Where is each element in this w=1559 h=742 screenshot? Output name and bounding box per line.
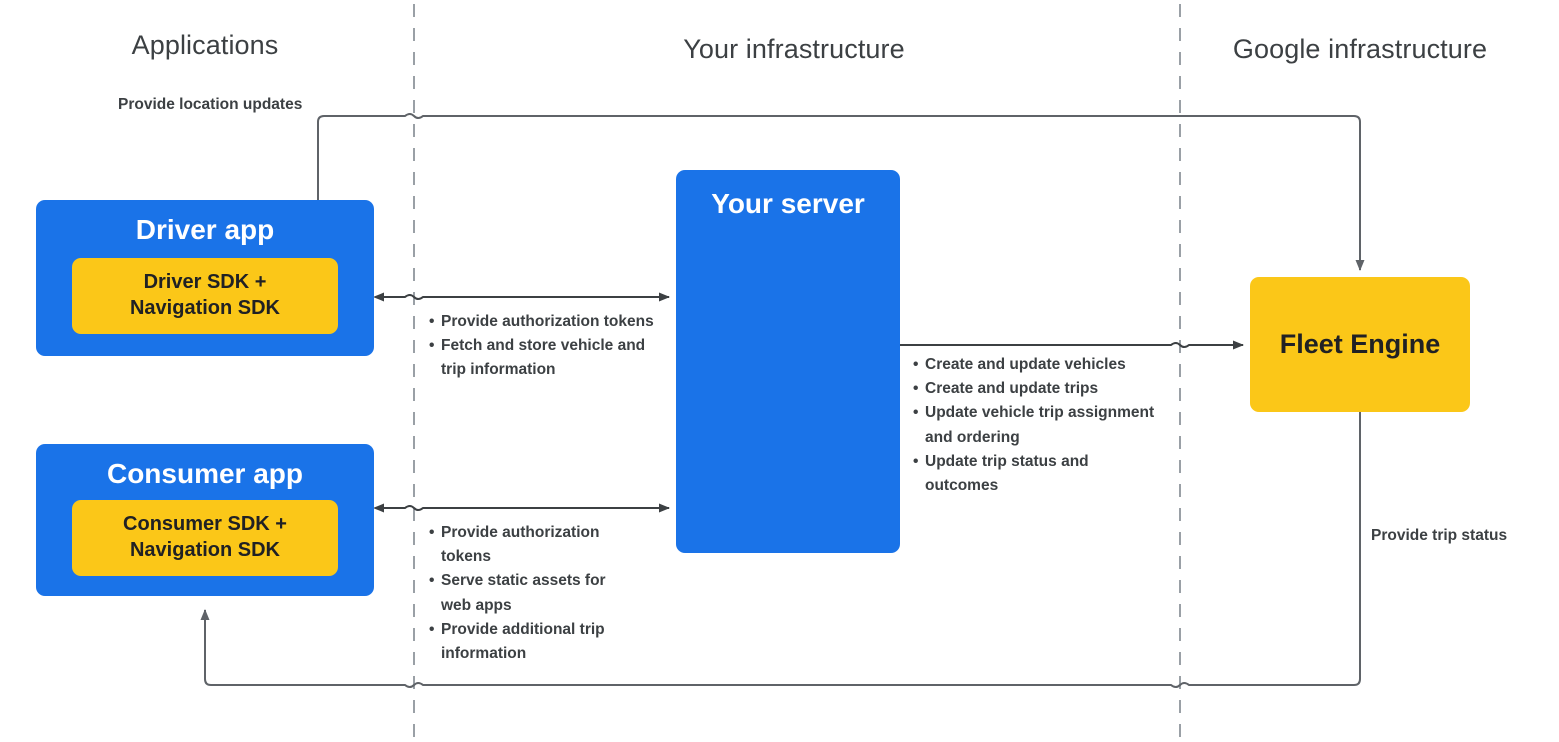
list-item: Update vehicle trip assignment and order… — [913, 401, 1158, 449]
consumer-sdk-label: Consumer SDK + Navigation SDK — [123, 512, 287, 563]
consumer-sdk-label-line1: Consumer SDK + — [123, 513, 287, 536]
consumer-sdk-box[interactable]: Consumer SDK + Navigation SDK — [72, 500, 338, 576]
edge-server-to-fleet-engine — [900, 340, 1244, 350]
node-driver-app[interactable]: Driver app Driver SDK + Navigation SDK — [36, 200, 374, 356]
list-item: Provide authorization tokens — [429, 310, 654, 334]
bullets-consumer-to-server: Provide authorization tokens Serve stati… — [429, 521, 619, 666]
list-item: Provide authorization tokens — [429, 521, 619, 569]
list-item: Update trip status and outcomes — [913, 450, 1158, 498]
driver-app-title: Driver app — [135, 214, 275, 245]
consumer-sdk-label-line2: Navigation SDK — [129, 539, 281, 561]
fleet-engine-title: Fleet Engine — [1279, 329, 1441, 359]
node-your-server[interactable]: Your server — [676, 170, 900, 553]
bullets-driver-to-server: Provide authorization tokens Fetch and s… — [429, 310, 654, 383]
edge-label-provide-trip-status: Provide trip status — [1371, 527, 1508, 544]
node-fleet-engine[interactable]: Fleet Engine — [1250, 277, 1470, 412]
edge-driver-app-server — [373, 292, 670, 302]
your-server-title: Your server — [711, 188, 865, 219]
bullets-consumer-to-server-list: Provide authorization tokens Serve stati… — [429, 521, 619, 666]
list-item: Create and update vehicles — [913, 353, 1158, 377]
zone-title-google-infrastructure: Google infrastructure — [1232, 34, 1488, 64]
zone-title-your-infrastructure: Your infrastructure — [683, 34, 905, 64]
list-item: Fetch and store vehicle and trip informa… — [429, 334, 654, 382]
edge-consumer-app-server — [373, 503, 670, 513]
zone-title-applications: Applications — [131, 30, 279, 60]
node-consumer-app[interactable]: Consumer app Consumer SDK + Navigation S… — [36, 444, 374, 596]
driver-sdk-label-line2: Navigation SDK — [129, 297, 281, 319]
list-item: Create and update trips — [913, 377, 1158, 401]
edge-label-provide-location-updates: Provide location updates — [118, 96, 303, 113]
consumer-app-title: Consumer app — [106, 458, 304, 489]
bullets-server-to-fleet: Create and update vehicles Create and up… — [913, 353, 1158, 498]
driver-sdk-label-line1: Driver SDK + — [143, 271, 267, 294]
bullets-driver-to-server-list: Provide authorization tokens Fetch and s… — [429, 310, 654, 383]
bullets-server-to-fleet-list: Create and update vehicles Create and up… — [913, 353, 1158, 498]
driver-sdk-label: Driver SDK + Navigation SDK — [130, 270, 280, 321]
list-item: Provide additional trip information — [429, 618, 619, 666]
list-item: Serve static assets for web apps — [429, 569, 619, 617]
driver-sdk-box[interactable]: Driver SDK + Navigation SDK — [72, 258, 338, 334]
